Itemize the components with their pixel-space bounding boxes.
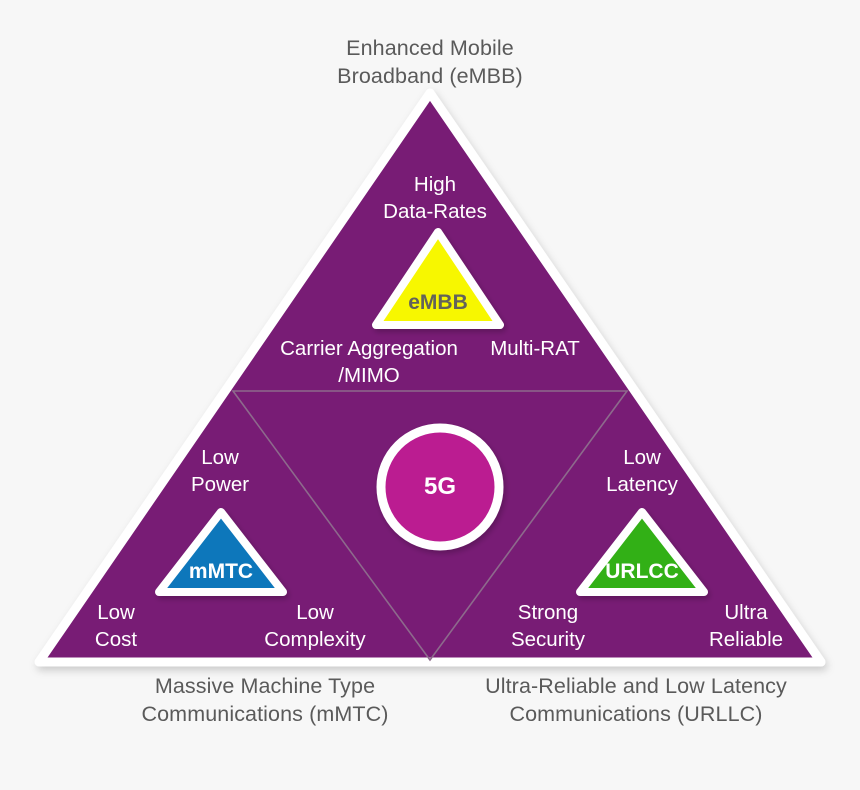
feature-low-cost: Low Cost [94,601,138,651]
feature-strong-security: Strong Security [510,601,586,651]
feature-low-power: Low Power [190,446,250,496]
feature-multi-rat: Multi-RAT [490,337,580,360]
urlcc-triangle[interactable] [576,508,708,596]
mmtc-label: mMTC [188,560,254,583]
feature-carrier-aggregation-mimo: Carrier Aggregation /MIMO [280,337,458,387]
caption-urllc: Ultra-Reliable and Low Latency Communica… [485,674,787,726]
caption-mmtc: Massive Machine Type Communications (mMT… [141,674,389,726]
urlcc-label: URLCC [605,560,679,583]
inner-inverted-triangle-outline [231,390,629,662]
feature-low-latency: Low Latency [606,446,678,496]
core-circle[interactable] [376,423,504,551]
mmtc-triangle[interactable] [155,508,287,596]
main-triangle [34,88,826,667]
core-label: 5G [423,473,456,500]
embb-triangle[interactable] [372,228,504,329]
feature-ultra-reliable: Ultra Reliable [708,601,784,651]
title-embb: Enhanced Mobile Broadband (eMBB) [337,36,523,88]
feature-high-data-rates: High Data-Rates [383,173,487,223]
feature-low-complexity: Low Complexity [264,601,366,651]
embb-label: eMBB [408,291,468,314]
